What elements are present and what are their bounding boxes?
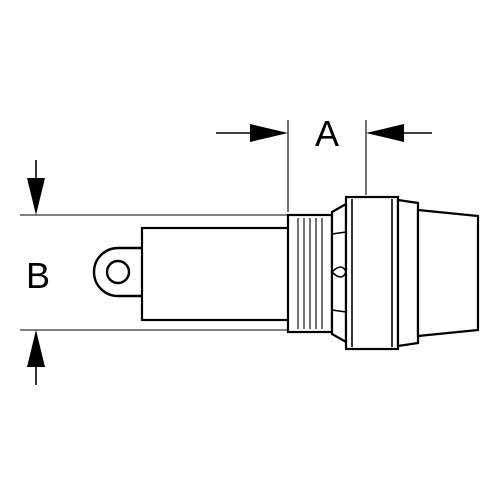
dimension-b-label: B (26, 255, 50, 296)
hex-nut-edge (331, 309, 347, 313)
dimension-b: B (20, 160, 288, 385)
dimension-b-arrow-bottom (27, 330, 45, 367)
dimension-a-arrow-right (366, 124, 404, 142)
dimension-a-label: A (315, 113, 339, 154)
dimension-a: A (216, 113, 432, 212)
cap-knob (416, 208, 480, 338)
solder-tab (92, 246, 142, 298)
hex-nut-edge (331, 231, 347, 235)
dimension-b-arrow-top (27, 178, 45, 215)
solder-tab-hole (105, 259, 131, 285)
fuse-holder-body (92, 195, 480, 351)
dimension-a-arrow-left (250, 124, 288, 142)
rear-barrel (140, 226, 292, 322)
cap-ring (396, 198, 420, 348)
front-flange (344, 195, 400, 351)
